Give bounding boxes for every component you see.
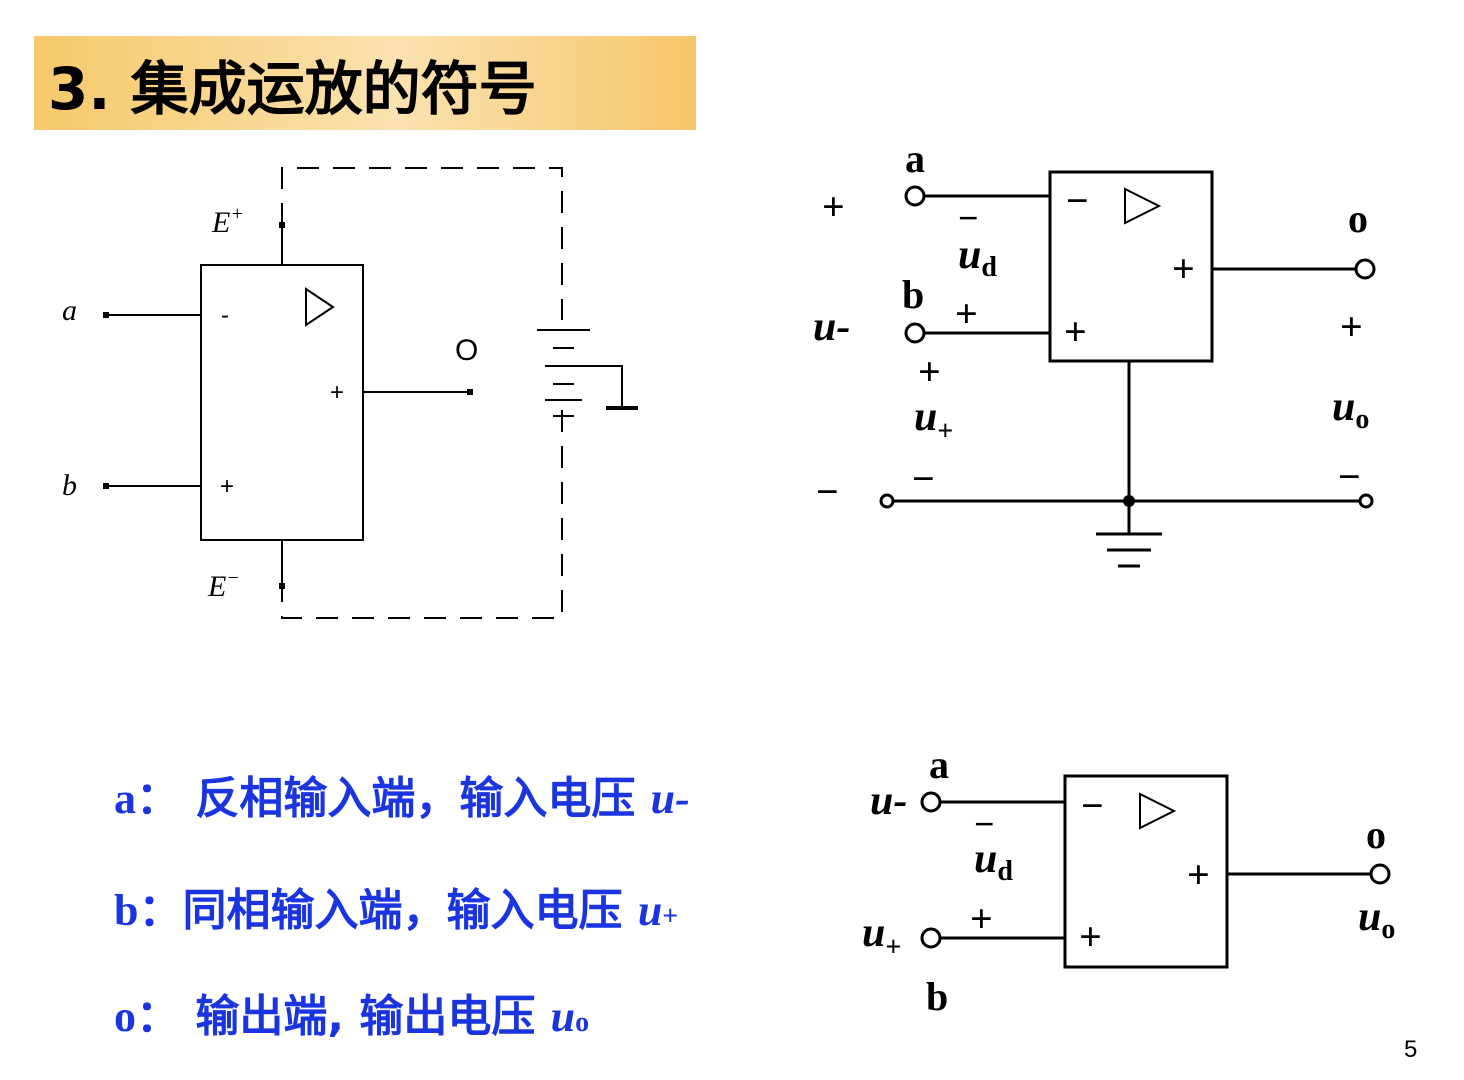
opamp2-u-plus-minus: −	[912, 456, 935, 501]
legend-text-a: 反相输入端，输入电压	[180, 773, 651, 824]
label-node-a: a	[62, 294, 77, 327]
opamp3-triangle-icon	[1139, 792, 1177, 830]
terminal-eminus-dot	[279, 583, 285, 589]
opamp2-label-uo: uo	[1332, 384, 1369, 435]
opamp2-junction-dot	[1123, 495, 1135, 507]
opamp2-ud-plus: +	[955, 291, 978, 336]
label-node-b: b	[62, 469, 77, 502]
opamp2-uo-plus: +	[1340, 304, 1363, 349]
opamp2-inv-sign: −	[1066, 178, 1089, 223]
opamp2-terminal-gnd-left	[879, 493, 895, 509]
label-node-o: O	[455, 334, 478, 367]
legend-var-a: u-	[650, 774, 690, 823]
terminal-a-dot	[103, 312, 109, 318]
terminal-b-dot	[103, 483, 109, 489]
diagram-opamp-with-supply	[106, 167, 638, 619]
page-title: 3. 集成运放的符号	[48, 55, 537, 123]
diagram-opamp-symbol	[940, 774, 1371, 969]
battery-ground-wire	[562, 365, 623, 408]
opamp3-ud-plus: +	[970, 896, 993, 941]
opamp2-ud-minus: −	[958, 198, 979, 238]
terminal-eplus-dot	[279, 222, 285, 228]
legend-sub-b: +	[662, 901, 679, 932]
opamp3-label-u-minus: u-	[870, 778, 907, 824]
opamp2-terminal-gnd-right	[1358, 493, 1374, 509]
legend-key-o: o：	[114, 992, 180, 1041]
opamp2-terminal-o	[1354, 258, 1376, 280]
opamp3-noninv-sign: +	[1079, 914, 1102, 959]
opamp3-label-u-plus: u+	[862, 910, 901, 963]
opamp3-label-uo: uo	[1358, 894, 1395, 945]
label-eminus: E−	[207, 567, 240, 603]
title-banner: 3. 集成运放的符号	[34, 36, 696, 130]
label-eplus: E+	[211, 203, 244, 239]
page-number: 5	[1404, 1036, 1418, 1063]
opamp2-terminal-b	[904, 322, 926, 344]
opamp3-terminal-a	[920, 791, 942, 813]
opamp3-label-ud: ud	[974, 836, 1013, 887]
opamp1-supply-dashed-loop	[281, 167, 563, 619]
opamp2-label-b: b	[902, 272, 924, 317]
opamp2-u-plus-sign: +	[918, 349, 941, 394]
opamp2-label-o: o	[1348, 196, 1368, 241]
opamp1-triangle-icon	[305, 287, 335, 327]
opamp2-label-u-minus: u-	[813, 304, 850, 350]
opamp2-label-a: a	[905, 136, 925, 181]
opamp2-label-u-plus: u+	[914, 394, 953, 447]
opamp3-label-o: o	[1366, 812, 1386, 857]
opamp3-terminal-b	[920, 927, 942, 949]
opamp2-uo-minus: −	[1338, 454, 1361, 499]
opamp3-body	[1063, 774, 1229, 969]
opamp3-inv-sign: −	[1081, 783, 1104, 828]
legend-var-o: u	[550, 992, 576, 1041]
legend-var-b: u	[637, 886, 663, 935]
opamp2-body	[1048, 170, 1214, 363]
legend-sub-o: o	[575, 1007, 590, 1038]
opamp2-triangle-icon	[1124, 187, 1162, 225]
opamp3-label-a: a	[929, 742, 949, 787]
legend-text-o: 输出端, 输出电压	[180, 991, 551, 1042]
opamp1-output-plus-sign: +	[330, 379, 344, 406]
opamp3-out-sign: +	[1187, 852, 1210, 897]
legend-line-a: a： 反相输入端，输入电压 u-	[114, 762, 690, 826]
opamp3-label-b: b	[926, 974, 948, 1019]
legend-text-b: 同相输入端，输入电压	[182, 885, 638, 936]
legend-key-b: b：	[114, 886, 183, 935]
opamp2-left-minus: −	[816, 469, 839, 514]
legend-line-b: b：同相输入端，输入电压 u+	[114, 874, 678, 938]
opamp2-left-plus: +	[822, 184, 845, 229]
opamp3-terminal-o	[1369, 863, 1391, 885]
legend-key-a: a：	[114, 774, 180, 823]
legend-line-o: o： 输出端, 输出电压 uo	[114, 980, 589, 1044]
opamp2-out-sign: +	[1172, 246, 1195, 291]
opamp2-terminal-a	[904, 185, 926, 207]
opamp1-plus-sign: +	[220, 473, 234, 500]
terminal-o-dot	[467, 389, 473, 395]
opamp1-minus-sign: -	[221, 302, 229, 329]
opamp2-label-ud: ud	[958, 232, 997, 283]
opamp2-noninv-sign: +	[1064, 309, 1087, 354]
opamp3-ud-minus: −	[974, 804, 995, 844]
